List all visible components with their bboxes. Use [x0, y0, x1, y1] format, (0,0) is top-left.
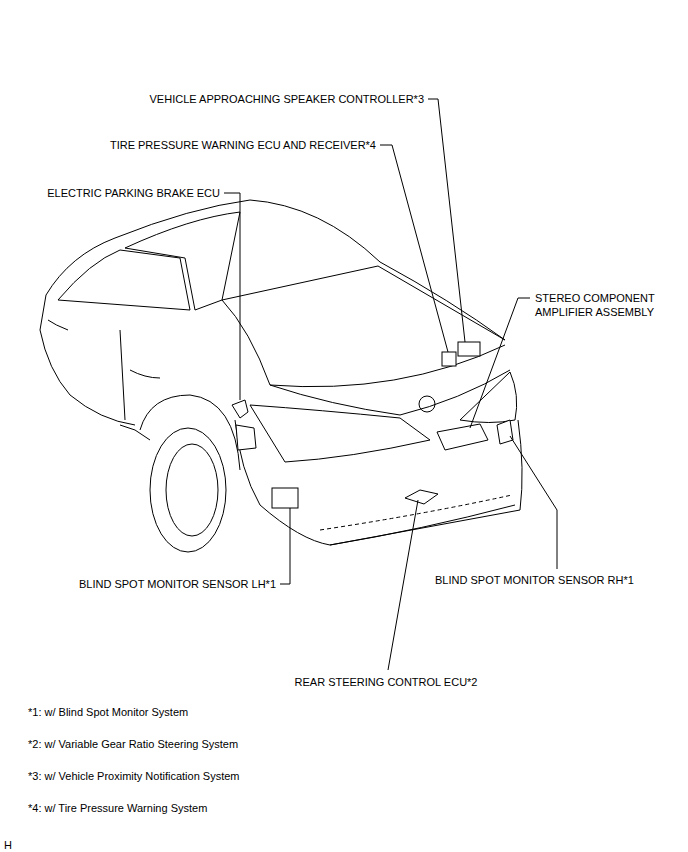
door-handle — [130, 370, 160, 378]
leader-line — [280, 508, 290, 584]
speaker-controller — [458, 342, 480, 356]
leader-line — [470, 298, 530, 428]
trunk-edge — [270, 370, 510, 415]
rear-window — [222, 266, 505, 340]
part-label: BLIND SPOT MONITOR SENSOR LH*1 — [79, 577, 276, 591]
roof-line — [46, 200, 505, 340]
leader-line — [510, 436, 557, 569]
bsm-sensor-rh — [497, 420, 513, 444]
rear-side-window — [125, 212, 240, 310]
trunk-lid — [222, 300, 505, 387]
rocker — [120, 425, 150, 440]
emblem — [419, 396, 435, 412]
tpw-ecu — [442, 352, 456, 366]
leader-line — [224, 193, 240, 400]
part-label: ELECTRIC PARKING BRAKE ECU — [47, 186, 220, 200]
leader-line — [380, 145, 448, 352]
front-body — [40, 295, 135, 425]
footnote: *2: w/ Variable Gear Ratio Steering Syst… — [28, 737, 238, 751]
part-label: VEHICLE APPROACHING SPEAKER CONTROLLER*3 — [150, 92, 424, 106]
door-line — [120, 330, 125, 420]
part-label: REAR STEERING CONTROL ECU*2 — [295, 675, 478, 689]
side-window — [58, 250, 190, 310]
footnote: *3: w/ Vehicle Proximity Notification Sy… — [28, 769, 240, 783]
parking-brake-ecu — [232, 400, 256, 450]
rear-wheel — [150, 428, 226, 552]
rear-bumper — [235, 420, 522, 545]
part-label: TIRE PRESSURE WARNING ECU AND RECEIVER*4 — [110, 138, 376, 152]
bsm-sensor-lh — [272, 488, 298, 508]
leader-line — [428, 99, 465, 342]
part-label: STEREO COMPONENT AMPLIFIER ASSEMBLY — [535, 291, 675, 319]
footnote: *4: w/ Tire Pressure Warning System — [28, 801, 207, 815]
amplifier — [437, 424, 488, 450]
bumper-lip — [330, 505, 515, 545]
wheel-rim — [166, 444, 218, 536]
part-label: BLIND SPOT MONITOR SENSOR RH*1 — [435, 573, 634, 587]
footnote: *1: w/ Blind Spot Monitor System — [28, 705, 188, 719]
leader-line — [388, 500, 418, 670]
view-code: H — [4, 838, 12, 852]
tail-light-lh — [250, 405, 430, 462]
rear-steering-ecu — [405, 490, 438, 504]
door-handle — [48, 320, 68, 330]
